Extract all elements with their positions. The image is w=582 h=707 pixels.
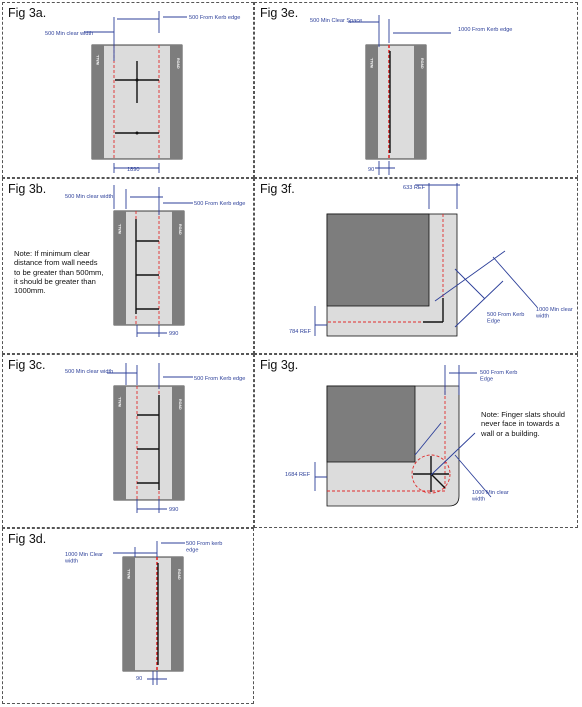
min-clear-label: 500 Min clear width [65, 369, 113, 375]
ref-top-label: 633 REF [403, 185, 426, 191]
wall-strip [123, 557, 135, 671]
figure-3e-diagram: WALL ROAD 500 Min Clear Space 1000 From … [310, 15, 512, 175]
min-clear-label: 500 Min Clear Space [310, 18, 362, 24]
kerb-label: 1000 From Kerb edge [458, 27, 512, 33]
figure-3b: Fig 3b. Note: If minimum clear distance … [2, 178, 254, 354]
figure-3c: Fig 3c. WALL ROAD 500 Min clear width 50… [2, 354, 254, 528]
dimension-lines [113, 541, 185, 685]
kerb-label: 500 From Kerb edge [194, 201, 245, 207]
dimension-lines [314, 183, 460, 336]
road-strip [414, 45, 426, 159]
dimension-label: 1890 [127, 167, 139, 173]
building [326, 213, 430, 307]
empty-cell [254, 528, 578, 704]
kerb-label: 500 From Kerb edge [194, 376, 245, 382]
figure-3a-diagram: WALL ROAD 500 Min clear width 500 From K… [45, 11, 240, 173]
min-clear-label: 500 Min clear width [65, 194, 113, 200]
wall-strip [114, 386, 126, 500]
dimension-lines [314, 365, 477, 491]
tactile-dot [135, 78, 139, 82]
wall-strip [92, 45, 104, 159]
dimension-label: 90 [136, 676, 142, 682]
figure-3e: Fig 3e. WALL ROAD 500 Min Clear Space 10… [254, 2, 578, 178]
road-label: ROAD [178, 224, 182, 235]
tactile-paving [413, 456, 449, 492]
figure-3b-diagram: WALL ROAD 500 Min clear width 500 From K… [65, 185, 245, 337]
figure-title: Fig 3d. [8, 532, 47, 546]
tactile-paving [137, 395, 160, 490]
note-text: Note: Finger slats should never face in … [481, 410, 565, 438]
road-strip [170, 45, 182, 159]
dimension-label: 990 [169, 507, 178, 513]
min-clear-label: 500 Min clear width [45, 31, 93, 37]
road-strip [172, 386, 184, 500]
wall-label: WALL [96, 54, 100, 65]
figure-title: Fig 3e. [260, 6, 299, 20]
ref-side-label: 1684 REF [285, 472, 311, 478]
kerb-label: 500 From Kerb edge [189, 15, 240, 21]
dimension-lines [113, 185, 193, 337]
road-label: ROAD [177, 569, 181, 580]
wall-label: WALL [370, 57, 374, 68]
road-strip [171, 557, 183, 671]
wall-label: WALL [118, 396, 122, 407]
figure-title: Fig 3g. [260, 358, 299, 372]
figure-title: Fig 3f. [260, 182, 295, 196]
tactile-paving [135, 219, 159, 314]
tactile-paving [423, 298, 444, 323]
figure-title: Fig 3c. [8, 358, 46, 372]
road-label: ROAD [176, 58, 180, 69]
figure-3c-diagram: WALL ROAD 500 Min clear width 500 From K… [65, 363, 245, 513]
dimension-lines [107, 363, 193, 513]
road-label: ROAD [178, 399, 182, 410]
wall-strip [366, 45, 378, 159]
road-strip [172, 211, 184, 325]
figure-title: Fig 3b. [8, 182, 47, 196]
figure-title: Fig 3a. [8, 6, 47, 20]
turning-circle [411, 454, 451, 494]
ref-side-label: 784 REF [289, 329, 312, 335]
road-label: ROAD [420, 58, 424, 69]
dimension-label: 990 [169, 331, 178, 337]
dimension-label: 90 [368, 167, 374, 173]
clear-path-line [327, 386, 446, 492]
dimension-lines [84, 11, 187, 173]
tactile-dot [135, 131, 139, 135]
figure-3g: Fig 3g. Note: Finger slats should never … [254, 354, 578, 528]
dimension-lines [434, 250, 538, 328]
figure-3a: Fig 3a. WALL ROAD 500 Min clear width 50… [2, 2, 254, 178]
dimension-lines [348, 15, 451, 175]
wall-label: WALL [127, 568, 131, 579]
wall-strip [114, 211, 126, 325]
wall-label: WALL [118, 223, 122, 234]
note-text: Note: If minimum clear distance from wal… [14, 249, 104, 296]
building [326, 385, 416, 463]
dimension-lines [414, 422, 492, 498]
